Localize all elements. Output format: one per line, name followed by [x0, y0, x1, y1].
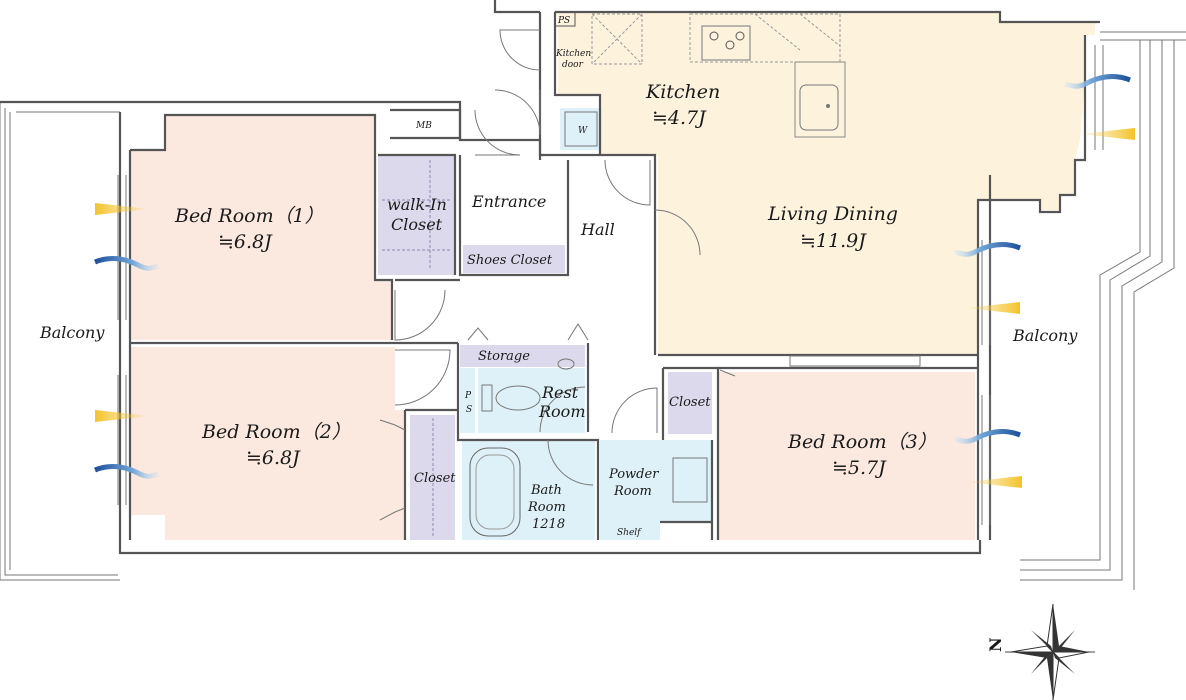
powder-floor: [600, 440, 712, 522]
airflow-blue-arrow: [94, 464, 159, 479]
airflow-yellow-arrow: [95, 410, 150, 422]
bedroom2-name: Bed Room（2）: [201, 421, 351, 443]
mb-label: MB: [415, 121, 432, 131]
windows: [117, 45, 1104, 525]
balcony-right-railing: [1020, 31, 1186, 590]
airflow-indicators: [94, 74, 1135, 488]
ps-top-label: PS: [557, 16, 570, 26]
airflow-yellow-arrow: [1080, 128, 1135, 140]
washer-floor: [560, 108, 602, 150]
bedroom1-name: Bed Room（1）: [174, 205, 324, 227]
kitchen-fixtures: [564, 13, 846, 147]
closet-b3-floor: [668, 372, 712, 434]
bath-fixtures: [469, 358, 708, 537]
airflow-yellow-arrow: [965, 302, 1020, 314]
entrance-name: Entrance: [471, 192, 546, 211]
powder-line2: Room: [613, 484, 652, 499]
bedroom3-name: Bed Room（3）: [787, 431, 937, 453]
restroom-line2: Room: [538, 402, 585, 421]
closet-b2-name: Closet: [414, 471, 456, 486]
room-labels: Bed Room（1） ≒6.8J Bed Room（2） ≒6.8J Bed …: [39, 81, 1078, 538]
ps-mid-floor: [460, 368, 475, 433]
storage-floor: [460, 345, 585, 367]
doors: [379, 29, 736, 521]
walkin-line2: Closet: [391, 215, 443, 234]
airflow-blue-arrow: [94, 256, 159, 271]
airflow-blue-arrow: [954, 429, 1021, 444]
kitchen-size: ≒4.7J: [652, 107, 707, 129]
bedroom2-size: ≒6.8J: [246, 447, 301, 469]
bedroom3-size: ≒5.7J: [832, 457, 887, 479]
kitchen-door-line2: door: [562, 60, 584, 70]
compass-north-label: N: [986, 637, 1005, 652]
powder-line1: Powder: [608, 467, 659, 482]
walkin-line1: walk-In: [387, 195, 447, 214]
fixture-labels: PS P S MB Kitchen door W: [415, 11, 591, 415]
shoes-name: Shoes Closet: [467, 253, 553, 268]
room-fills: [130, 12, 1095, 540]
balcony-left-name: Balcony: [39, 323, 105, 342]
ps-mid-s: S: [466, 405, 472, 415]
bath-floor: [462, 440, 595, 540]
shelf-floor: [600, 522, 660, 540]
bedroom3-floor: [718, 372, 975, 540]
kitchen-living-floor: [558, 12, 1095, 355]
bath-line1: Bath: [530, 483, 562, 498]
airflow-yellow-arrow: [95, 203, 150, 215]
restroom-floor: [478, 368, 585, 433]
living-size: ≒11.9J: [800, 230, 867, 252]
balcony-right-name: Balcony: [1012, 326, 1078, 345]
walkin-floor: [378, 155, 455, 275]
kitchen-door-line1: Kitchen: [555, 49, 591, 59]
shelf-name: Shelf: [617, 528, 642, 538]
bedroom1-floor: [130, 115, 392, 340]
shoes-floor: [463, 245, 565, 273]
storage-name: Storage: [478, 349, 530, 364]
hall-name: Hall: [580, 220, 615, 239]
walls: [0, 0, 1100, 555]
closet-b3-name: Closet: [669, 395, 711, 410]
bedroom1-size: ≒6.8J: [218, 231, 273, 253]
bath-line3: 1218: [532, 517, 565, 532]
bedroom2-floor: [130, 347, 405, 540]
bath-line2: Room: [527, 500, 566, 515]
airflow-blue-arrow: [1064, 74, 1131, 89]
restroom-line1: Rest: [541, 383, 579, 402]
washer-label: W: [578, 126, 588, 136]
airflow-blue-arrow: [954, 242, 1021, 257]
compass-rose: N: [986, 603, 1095, 700]
closet-rails: [382, 160, 452, 538]
airflow-yellow-arrow: [967, 476, 1022, 488]
ps-mid-p: P: [464, 391, 472, 401]
kitchen-name: Kitchen: [645, 81, 720, 103]
living-name: Living Dining: [767, 203, 898, 225]
